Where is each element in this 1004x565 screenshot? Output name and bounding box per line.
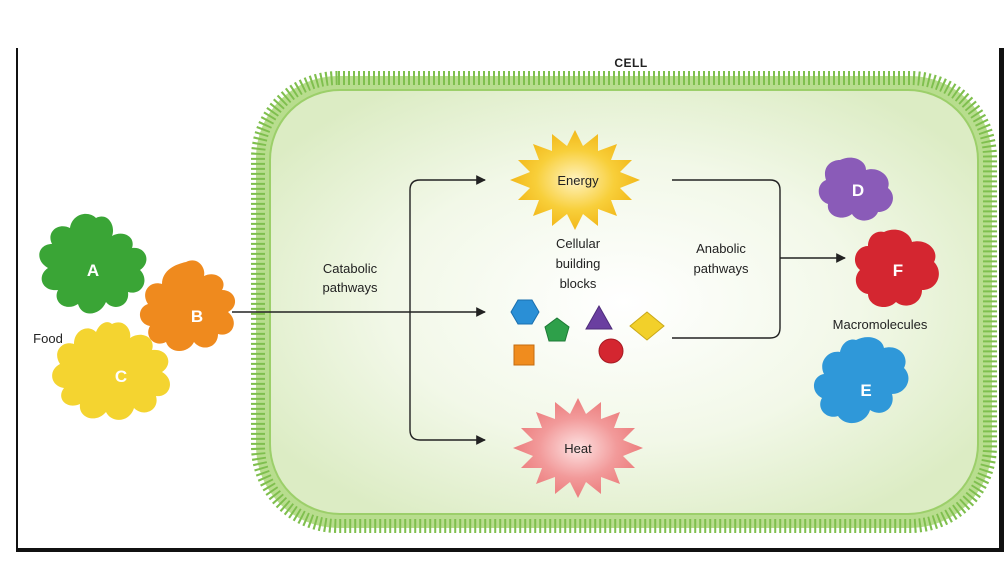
circle-shape — [598, 338, 624, 364]
blob-d: D — [818, 157, 893, 221]
catabolic-label-1: Catabolic — [323, 261, 378, 276]
cell-title: CELL — [614, 56, 647, 70]
macromolecules-label: Macromolecules — [833, 317, 928, 332]
blob-f: F — [854, 229, 939, 308]
pathway-arrows — [232, 175, 846, 445]
building-block-shapes — [510, 299, 665, 366]
blob-a: A — [39, 213, 147, 314]
blob-e: E — [813, 337, 909, 424]
food-label: Food — [33, 331, 63, 346]
energy-burst — [510, 130, 640, 230]
triangle-shape — [585, 304, 613, 330]
diamond-shape — [629, 311, 665, 341]
anabolic-label-2: pathways — [694, 261, 749, 276]
catabolic-label-2: pathways — [323, 280, 378, 295]
blob-b-letter: B — [191, 307, 203, 326]
blob-c: C — [52, 322, 170, 420]
anabolic-label-1: Anabolic — [696, 241, 746, 256]
cell-body — [251, 71, 997, 533]
catabolic-arrow-heat — [409, 312, 486, 445]
square-shape — [513, 344, 535, 366]
frame-bottom-border — [16, 548, 1004, 552]
heat-label: Heat — [564, 441, 592, 456]
building-blocks-label-2: building — [556, 256, 601, 271]
blob-d-letter: D — [852, 181, 864, 200]
energy-label: Energy — [557, 173, 599, 188]
anabolic-path — [672, 179, 781, 339]
frame-left-border — [16, 48, 18, 552]
frame-right-border — [999, 48, 1004, 552]
building-blocks-label-1: Cellular — [556, 236, 601, 251]
pentagon-shape — [544, 317, 570, 342]
blob-f-letter: F — [893, 261, 903, 280]
blob-c-letter: C — [115, 367, 127, 386]
hexagon-shape — [510, 299, 540, 325]
building-blocks-label-3: blocks — [560, 276, 597, 291]
catabolic-arrow-energy — [409, 175, 486, 312]
blob-b: B — [139, 260, 236, 351]
blob-e-letter: E — [860, 381, 871, 400]
blob-a-letter: A — [87, 261, 99, 280]
heat-burst — [513, 398, 643, 498]
